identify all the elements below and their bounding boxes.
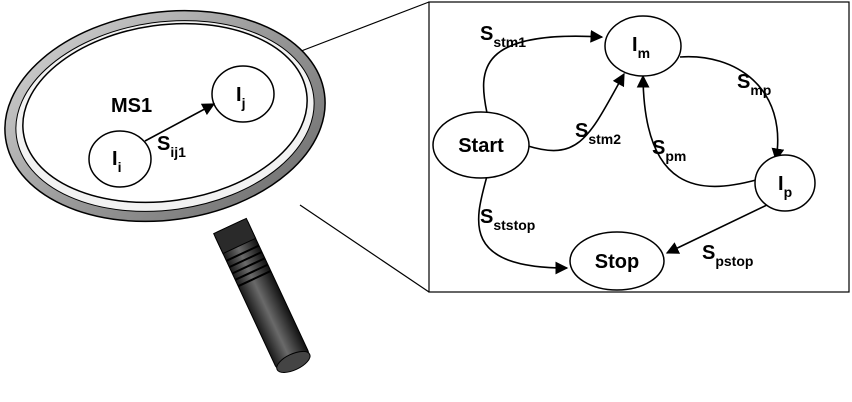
group-label-ms1: MS1: [111, 95, 152, 117]
state-node-stop: [569, 231, 665, 291]
transition-label-ststop: Sststop: [480, 206, 535, 233]
transition-label-pstop: Spstop: [702, 242, 753, 269]
transition-label-mp: Smp: [737, 71, 771, 98]
state-node-i: [88, 130, 152, 188]
magnifier-handle: [213, 217, 311, 373]
state-node-p: [754, 154, 816, 212]
transition-arrow-mp: [679, 55, 785, 162]
state-node-j: [211, 65, 275, 123]
zoom-connector-bottom: [299, 204, 430, 293]
transition-label-stm2: Sstm2: [575, 120, 621, 147]
state-label-p: Ip: [778, 173, 792, 200]
state-node-start: [432, 111, 530, 179]
state-label-stop: Stop: [595, 251, 639, 273]
state-node-m: [604, 15, 682, 77]
state-label-m: Im: [632, 34, 650, 61]
zoom-panel: Start Stop Im Ip Sstm1 Sstm2 Smp Spm Sst…: [428, 1, 850, 293]
state-label-i: Ii: [112, 148, 121, 175]
transition-label-ij1: Sij1: [157, 133, 186, 160]
transition-arrow-ij1: [144, 103, 216, 142]
transition-arrow-ststop: [477, 175, 569, 275]
zoom-connector-top: [282, 1, 430, 59]
transition-arrow-pm: [636, 74, 757, 188]
transition-label-stm1: Sstm1: [480, 23, 526, 50]
transition-label-pm: Spm: [652, 137, 686, 164]
transition-arrow-stm1: [482, 29, 604, 114]
transition-arrow-pstop: [665, 203, 770, 254]
transition-arrow-stm2: [527, 72, 625, 152]
lens-content: MS1 Ij Ii Sij1: [88, 65, 275, 188]
state-label-j: Ij: [236, 84, 245, 111]
magnifier-lens: [4, 9, 326, 223]
state-label-start: Start: [458, 135, 504, 157]
